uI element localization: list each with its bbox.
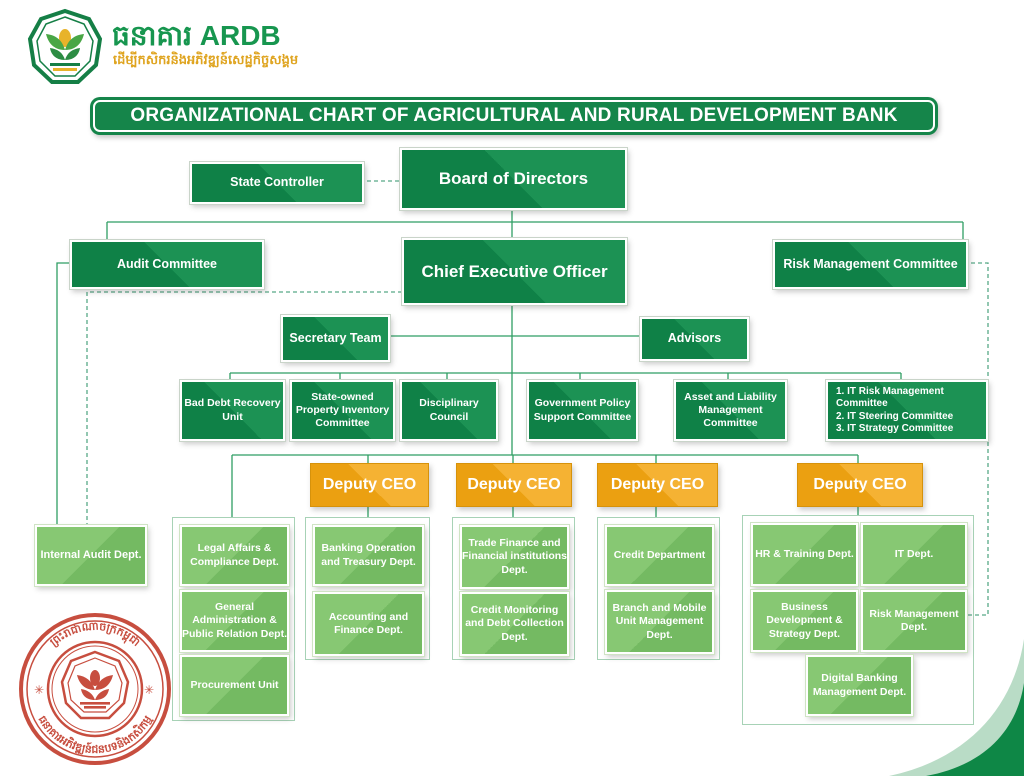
node-bad-debt-recovery-unit: Bad Debt Recovery Unit [179, 379, 286, 442]
node-legal-affairs-compliance-dept: Legal Affairs & Compliance Dept. [179, 524, 290, 587]
group-ceo-departments [172, 517, 295, 721]
brand-tagline: ដើម្បីកសិករនិងអភិវឌ្ឍន៍សេដ្ឋកិច្ចសង្គម [113, 52, 299, 67]
node-credit-monitoring-debt-collection-dept: Credit Monitoring and Debt Collection De… [459, 591, 570, 657]
node-chief-executive-officer: Chief Executive Officer [401, 237, 628, 306]
node-branch-mobile-unit-management-dept: Branch and Mobile Unit Management Dept. [604, 589, 715, 655]
node-advisors: Advisors [639, 316, 750, 362]
node-general-administration-public-relation-dept: General Administration & Public Relation… [179, 589, 290, 653]
chart-title-banner: ORGANIZATIONAL CHART OF AGRICULTURAL AND… [90, 97, 938, 135]
node-asset-and-liability-management-committee: Asset and Liability Management Committee [673, 379, 788, 442]
node-credit-department: Credit Department [604, 524, 715, 587]
node-it-dept: IT Dept. [860, 522, 968, 587]
it-committee-item-1: 1. IT Risk Management Committee [836, 385, 944, 410]
it-committee-item-3: 3. IT Strategy Committee [836, 423, 954, 434]
node-deputy-ceo-3: Deputy CEO [597, 463, 718, 507]
node-it-committees: 1. IT Risk Management Committee 2. IT St… [825, 379, 989, 442]
node-accounting-finance-dept: Accounting and Finance Dept. [312, 591, 425, 657]
node-risk-management-committee: Risk Management Committee [772, 239, 969, 290]
node-hr-training-dept: HR & Training Dept. [750, 522, 859, 587]
node-disciplinary-council: Disciplinary Council [399, 379, 499, 442]
brand-name: ធនាគារ ARDB [112, 20, 281, 51]
node-digital-banking-management-dept: Digital Banking Management Dept. [805, 654, 914, 717]
group-deputy4-departments [742, 515, 974, 725]
node-internal-audit-dept: Internal Audit Dept. [34, 524, 148, 587]
group-deputy1-departments [305, 517, 430, 660]
stamp-star-left: ✳ [34, 683, 44, 697]
node-state-owned-property-inventory-committee: State-owned Property Inventory Committee [289, 379, 396, 442]
stamp-star-right: ✳ [144, 683, 154, 697]
node-trade-finance-financial-institutions-dept: Trade Finance and Financial institutions… [459, 524, 570, 590]
node-board-of-directors: Board of Directors [399, 147, 628, 211]
node-deputy-ceo-1: Deputy CEO [310, 463, 429, 507]
node-procurement-unit: Procurement Unit [179, 654, 290, 717]
node-deputy-ceo-2: Deputy CEO [456, 463, 572, 507]
chart-title: ORGANIZATIONAL CHART OF AGRICULTURAL AND… [93, 100, 935, 132]
node-risk-management-dept: Risk Management Dept. [860, 589, 968, 653]
node-banking-operation-treasury-dept: Banking Operation and Treasury Dept. [312, 524, 425, 587]
node-audit-committee: Audit Committee [69, 239, 265, 290]
group-deputy2-departments [452, 517, 575, 660]
node-state-controller: State Controller [189, 161, 365, 205]
ardb-logo-icon [27, 8, 103, 84]
node-deputy-ceo-4: Deputy CEO [797, 463, 923, 507]
node-business-development-strategy-dept: Business Development & Strategy Dept. [750, 589, 859, 653]
group-deputy3-departments [597, 517, 720, 660]
node-secretary-team: Secretary Team [280, 314, 391, 363]
it-committee-item-2: 2. IT Steering Committee [836, 410, 954, 422]
corner-swoosh-decoration [889, 639, 1024, 776]
node-government-policy-support-committee: Government Policy Support Committee [526, 379, 639, 442]
official-red-stamp: ព្រះរាជាណាចក្រកម្ពុជា ធនាគារអភិវឌ្ឍន៍ជនប… [19, 613, 171, 765]
